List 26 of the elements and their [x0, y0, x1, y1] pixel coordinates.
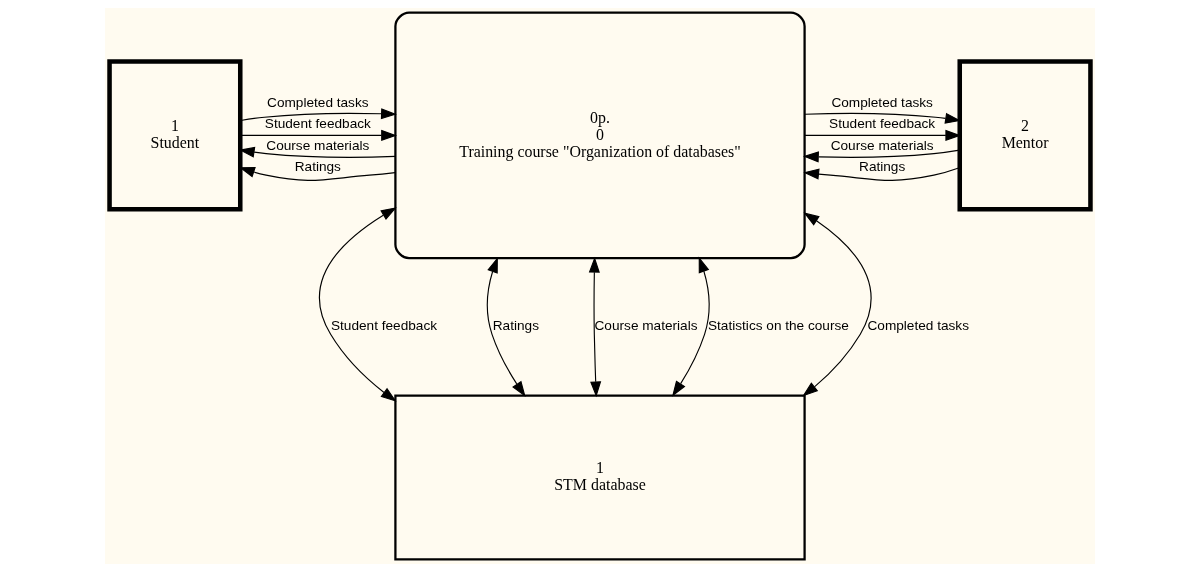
edge-label: Ratings — [859, 159, 906, 175]
edge-label: Course materials — [830, 137, 934, 153]
arrow — [239, 129, 398, 141]
node-box: 1 STM database — [394, 394, 806, 561]
arrow — [672, 256, 710, 397]
edge-label: Statistics on the course — [708, 318, 849, 334]
arrow — [240, 108, 397, 122]
edge-label: Ratings — [492, 318, 539, 334]
node-box: 1 Student — [107, 59, 243, 212]
arrow — [588, 256, 602, 398]
edge-label: Completed tasks — [831, 94, 933, 110]
arrow — [802, 149, 961, 163]
node-box: 0p. 0 Training course "Organization of databases" — [394, 11, 806, 260]
edge-label: Completed tasks — [867, 318, 969, 334]
edge-label: Ratings — [294, 159, 341, 175]
edge-label: Student feedback — [829, 116, 936, 132]
arrow — [803, 167, 960, 181]
edge-label: Student feedback — [264, 116, 371, 132]
edge-label: Completed tasks — [267, 94, 369, 110]
edge-label: Course materials — [594, 318, 698, 334]
arrow — [802, 212, 872, 397]
edge-label: Course materials — [266, 137, 370, 153]
edge-label: Student feedback — [331, 318, 438, 334]
node-box: 2 Mentor — [957, 59, 1093, 212]
arrow — [319, 207, 397, 402]
arrow — [486, 256, 526, 398]
